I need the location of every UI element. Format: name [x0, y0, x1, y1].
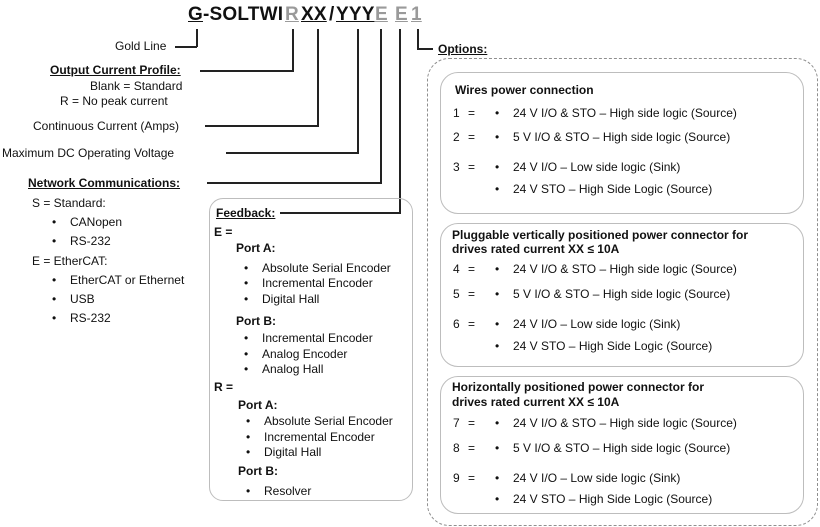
- network-heading: Network Communications:: [28, 176, 181, 190]
- output-profile-heading: Output Current Profile:: [50, 63, 181, 77]
- feedback-e-port-a-item: Absolute Serial Encoder: [244, 261, 391, 275]
- feedback-e-port-b-item: Analog Hall: [244, 362, 323, 376]
- option-item: 5 V I/O & STO – High side logic (Source): [495, 130, 730, 144]
- part-prefix: G: [188, 4, 203, 25]
- feedback-r-port-b-item: Resolver: [246, 484, 311, 498]
- option-equals: =: [468, 416, 476, 430]
- option-item: 24 V STO – High Side Logic (Source): [495, 492, 712, 506]
- network-e-item: EtherCAT or Ethernet: [52, 273, 184, 287]
- part-option-e2: E: [395, 4, 408, 25]
- option-item: 24 V I/O – Low side logic (Sink): [495, 471, 680, 485]
- options-group-vertical: [440, 223, 804, 367]
- option-number: 6: [453, 317, 460, 331]
- output-r-no-peak: R = No peak current: [60, 94, 168, 108]
- options-group-title: Pluggable vertically positioned power co…: [452, 228, 749, 242]
- options-group-title: drives rated current XX ≤ 10A: [452, 395, 620, 409]
- feedback-e-port-a-item: Incremental Encoder: [244, 276, 373, 290]
- option-item: 24 V STO – High Side Logic (Source): [495, 182, 712, 196]
- option-item: 5 V I/O & STO – High side logic (Source): [495, 441, 730, 455]
- option-number: 4: [453, 262, 460, 276]
- options-group-title: Wires power connection: [455, 83, 594, 97]
- part-number: G -SOLTWI R XX / YYY E E 1: [188, 4, 438, 28]
- feedback-e-port-a-item: Digital Hall: [244, 292, 319, 306]
- option-number: 2: [453, 130, 460, 144]
- option-item: 24 V STO – High Side Logic (Source): [495, 339, 712, 353]
- gold-line-label: Gold Line: [115, 39, 167, 53]
- feedback-box: [209, 198, 413, 501]
- option-number: 1: [453, 106, 460, 120]
- option-item: 24 V I/O & STO – High side logic (Source…: [495, 416, 737, 430]
- option-equals: =: [468, 317, 476, 331]
- part-series: -SOLTWI: [203, 4, 284, 25]
- feedback-e-label: E =: [214, 225, 233, 239]
- network-s-item: RS-232: [52, 234, 111, 248]
- option-item: 24 V I/O – Low side logic (Sink): [495, 160, 680, 174]
- options-box: [427, 58, 818, 526]
- feedback-e-port-b-item: Analog Encoder: [244, 347, 347, 361]
- options-group-horizontal: [440, 376, 804, 514]
- options-group-title: Horizontally positioned power connector …: [452, 380, 705, 394]
- max-voltage-label: Maximum DC Operating Voltage: [2, 146, 175, 160]
- option-number: 8: [453, 441, 460, 455]
- part-slash: /: [329, 4, 335, 25]
- feedback-r-port-a-item: Incremental Encoder: [246, 430, 375, 444]
- feedback-r-label: R =: [214, 380, 234, 394]
- option-item: 24 V I/O – Low side logic (Sink): [495, 317, 680, 331]
- option-equals: =: [468, 130, 476, 144]
- feedback-r-port-a: Port A:: [238, 398, 278, 412]
- part-current-xx: XX: [301, 4, 327, 25]
- options-group-title: drives rated current XX ≤ 10A: [452, 242, 620, 256]
- options-heading: Options:: [438, 42, 488, 56]
- option-item: 5 V I/O & STO – High side logic (Source): [495, 287, 730, 301]
- feedback-e-port-b: Port B:: [236, 314, 276, 328]
- feedback-r-port-a-item: Absolute Serial Encoder: [246, 414, 393, 428]
- option-number: 3: [453, 160, 460, 174]
- feedback-heading: Feedback:: [216, 206, 276, 220]
- option-number: 9: [453, 471, 460, 485]
- feedback-e-port-a: Port A:: [236, 241, 276, 255]
- part-option-1: 1: [411, 4, 422, 25]
- option-equals: =: [468, 160, 476, 174]
- options-group-wires: [440, 72, 804, 214]
- continuous-current-label: Continuous Current (Amps): [33, 119, 180, 133]
- option-equals: =: [468, 287, 476, 301]
- option-item: 24 V I/O & STO – High side logic (Source…: [495, 262, 737, 276]
- option-equals: =: [468, 441, 476, 455]
- feedback-r-port-b: Port B:: [238, 464, 278, 478]
- option-equals: =: [468, 106, 476, 120]
- part-voltage-yyy: YYY: [336, 4, 375, 25]
- option-item: 24 V I/O & STO – High side logic (Source…: [495, 106, 737, 120]
- network-s-standard: S = Standard:: [32, 196, 106, 210]
- feedback-e-port-b-item: Incremental Encoder: [244, 331, 373, 345]
- output-blank-standard: Blank = Standard: [90, 79, 183, 93]
- network-s-item: CANopen: [52, 215, 122, 229]
- option-number: 5: [453, 287, 460, 301]
- part-option-e1: E: [375, 4, 388, 25]
- network-e-item: RS-232: [52, 311, 111, 325]
- network-e-ethercat: E = EtherCAT:: [32, 254, 108, 268]
- option-equals: =: [468, 262, 476, 276]
- feedback-r-port-a-item: Digital Hall: [246, 445, 321, 459]
- part-option-r: R: [285, 4, 299, 25]
- option-equals: =: [468, 471, 476, 485]
- network-e-item: USB: [52, 292, 94, 306]
- option-number: 7: [453, 416, 460, 430]
